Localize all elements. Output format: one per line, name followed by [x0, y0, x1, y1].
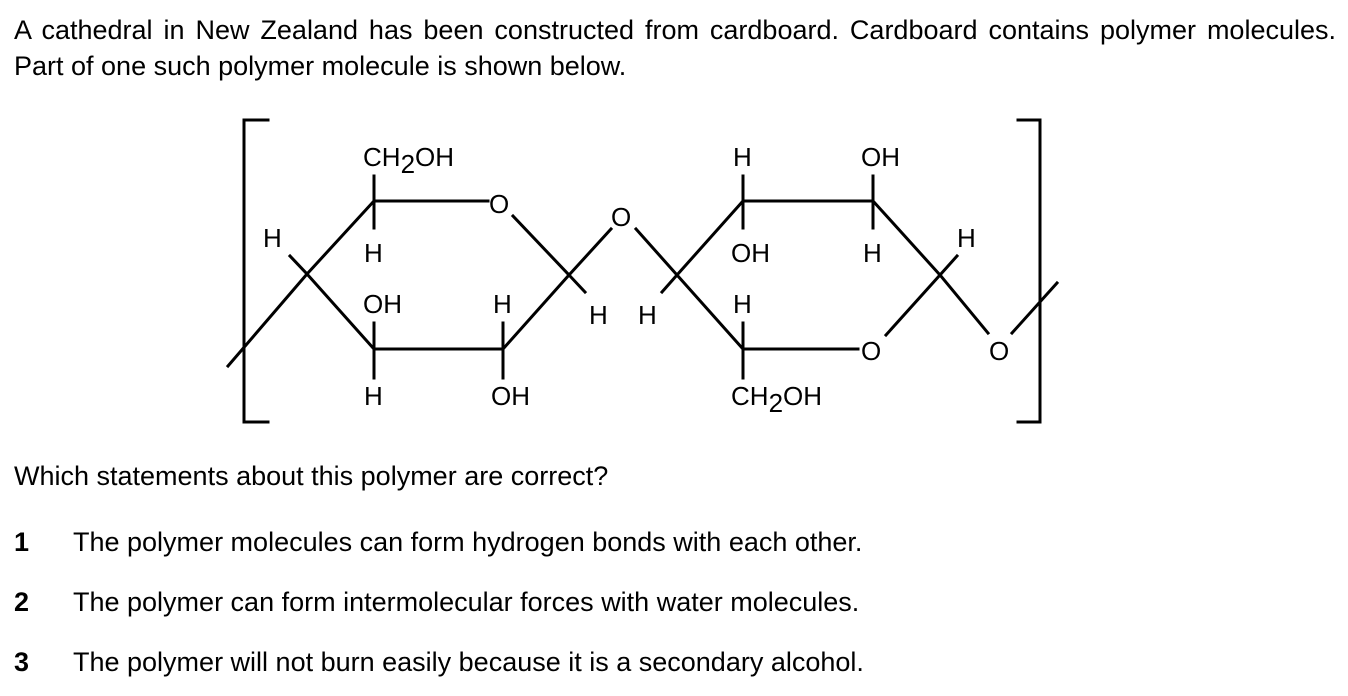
- atom-label: O: [989, 336, 1009, 366]
- bond: [883, 272, 943, 338]
- atom-label: H: [364, 238, 383, 268]
- left-bracket: [242, 118, 270, 424]
- statement-text: The polymer will not burn easily because…: [73, 647, 864, 677]
- bond: [566, 226, 614, 278]
- bond: [225, 271, 310, 369]
- atom-label: H: [638, 300, 657, 330]
- question-text: Which statements about this polymer are …: [14, 461, 609, 491]
- bond: [1009, 280, 1060, 336]
- atom-label: O: [489, 189, 509, 219]
- label-ch2oh: CH2OH: [363, 142, 454, 179]
- statement-text: The polymer molecules can form hydrogen …: [73, 527, 863, 557]
- atom-label: H: [863, 238, 882, 268]
- bond: [674, 198, 746, 278]
- atom-label: O: [861, 336, 881, 366]
- statement-number: 2: [14, 587, 30, 617]
- bond: [633, 226, 680, 278]
- atom-label: O: [611, 202, 631, 232]
- label-ch2oh: CH2OH: [731, 381, 822, 418]
- bond: [287, 253, 310, 277]
- atom-label: H: [589, 300, 608, 330]
- atom-label: OH: [491, 381, 530, 411]
- right-bracket: [1016, 118, 1042, 424]
- intro-text: A cathedral in New Zealand has been cons…: [14, 15, 1336, 81]
- atom-label: OH: [731, 238, 770, 268]
- atom-label: OH: [861, 142, 900, 172]
- bond: [937, 253, 960, 278]
- bond: [500, 272, 572, 352]
- atom-label: H: [733, 142, 752, 172]
- bond: [304, 271, 377, 352]
- bond: [304, 198, 377, 277]
- atom-label: H: [263, 223, 282, 253]
- bond: [566, 272, 588, 295]
- bond: [659, 272, 680, 295]
- bond: [674, 272, 746, 352]
- atom-label: H: [364, 381, 383, 411]
- atom-label: H: [733, 289, 752, 319]
- bond: [510, 213, 572, 278]
- statement-number: 1: [14, 527, 30, 557]
- bond: [937, 272, 991, 336]
- bond: [870, 198, 943, 278]
- atom-label: H: [493, 289, 512, 319]
- statement-text: The polymer can form intermolecular forc…: [73, 587, 860, 617]
- atom-label: H: [957, 223, 976, 253]
- statement-number: 3: [14, 647, 30, 677]
- atom-label: OH: [363, 289, 402, 319]
